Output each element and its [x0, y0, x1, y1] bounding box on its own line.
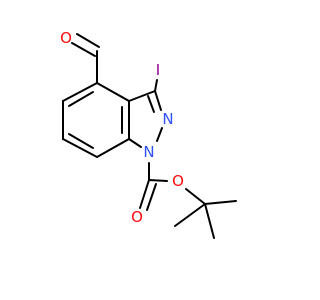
bond-carbonyl-o-2	[146, 183, 157, 211]
atom-n1: N	[143, 143, 154, 161]
atom-iodine: I	[156, 61, 160, 79]
bond-c6-c7	[62, 138, 98, 158]
bond-c3a-c4	[96, 82, 130, 102]
bond-oester-cq	[185, 188, 206, 205]
bond-n1-c7a	[128, 138, 142, 148]
bond-cq-methyl-left	[174, 203, 206, 227]
bond-c4-c5	[62, 82, 98, 102]
bond-aldehyde-co-1	[76, 33, 100, 48]
bond-c3a-c3	[128, 90, 156, 102]
bond-c6-c7-inner	[68, 133, 94, 149]
bond-n2-n1	[156, 127, 163, 142]
bond-c7-c7a	[96, 138, 130, 158]
atom-n2: N	[162, 110, 173, 128]
bond-carbonyl-oester	[148, 179, 168, 182]
atom-o-carbonyl: O	[131, 208, 143, 226]
bond-carbonyl-o-1	[139, 179, 150, 209]
bond-c4-c5-inner	[68, 91, 94, 107]
bond-c3-n2-2	[147, 95, 155, 113]
bond-c3-n2-1	[154, 90, 162, 111]
atom-o-formyl: O	[60, 29, 72, 47]
molecule-structure: O I N N O O	[60, 29, 237, 239]
bond-aldehyde-co-2	[71, 42, 96, 57]
atom-o-ester: O	[172, 172, 184, 190]
bond-cq-methyl-top	[204, 200, 237, 205]
bond-cq-methyl-bottom	[204, 203, 215, 239]
bond-c3-i	[154, 79, 158, 92]
